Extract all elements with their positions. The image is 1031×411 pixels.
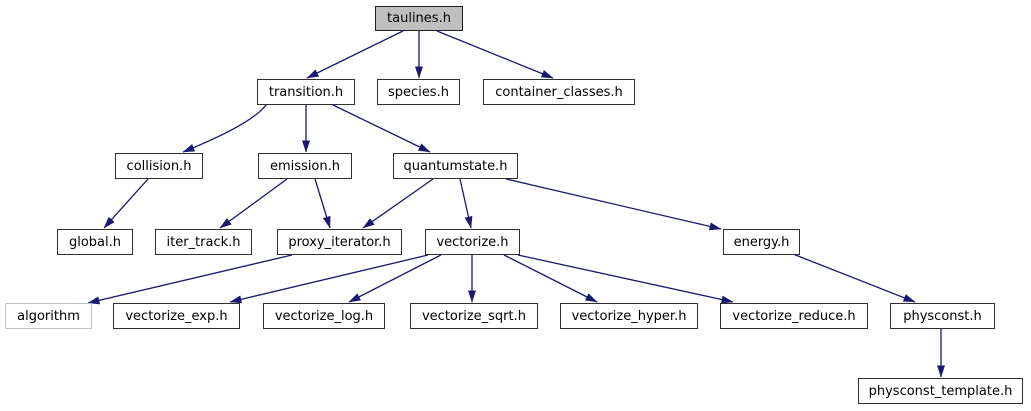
edge-vectorize-vectorize-exp (229, 254, 429, 304)
edge-collision-global (103, 178, 149, 229)
edge-vectorize-vectorize-hyper (503, 254, 598, 303)
node-physconst-h[interactable]: physconst.h (890, 303, 995, 329)
edge-transition-collision (182, 104, 267, 153)
node-vectorize-log-h[interactable]: vectorize_log.h (263, 303, 385, 329)
edge-transition-quantumstate (332, 104, 431, 153)
node-species-h[interactable]: species.h (377, 79, 460, 105)
node-global-h[interactable]: global.h (57, 229, 133, 255)
node-quantumstate-h[interactable]: quantumstate.h (393, 153, 518, 179)
edge-proxy-iterator-algorithm (87, 254, 293, 305)
edge-quantumstate-energy (505, 178, 722, 231)
node-energy-h[interactable]: energy.h (723, 229, 800, 255)
edge-vectorize-vectorize-reduce (517, 254, 734, 304)
node-taulines-h: taulines.h (375, 6, 463, 31)
node-algorithm: algorithm (5, 303, 92, 329)
node-proxy-iterator-h[interactable]: proxy_iterator.h (277, 229, 402, 255)
node-transition-h[interactable]: transition.h (257, 79, 355, 105)
node-vectorize-reduce-h[interactable]: vectorize_reduce.h (720, 303, 868, 329)
edge-vectorize-vectorize-log (348, 254, 442, 303)
node-vectorize-h[interactable]: vectorize.h (425, 229, 520, 255)
edge-taulines-transition (306, 30, 404, 79)
node-vectorize-hyper-h[interactable]: vectorize_hyper.h (560, 303, 698, 329)
edge-energy-physconst (792, 253, 916, 303)
node-vectorize-sqrt-h[interactable]: vectorize_sqrt.h (410, 303, 538, 329)
edge-quantumstate-vectorize (459, 178, 473, 229)
edge-emission-proxy-iterator (314, 178, 331, 229)
node-collision-h[interactable]: collision.h (115, 153, 203, 179)
node-iter-track-h[interactable]: iter_track.h (155, 229, 252, 255)
edge-taulines-container-classes (436, 30, 554, 79)
edge-quantumstate-proxy-iterator (362, 178, 434, 229)
edge-emission-iter-track (219, 178, 288, 229)
node-container-classes-h[interactable]: container_classes.h (483, 79, 635, 105)
node-vectorize-exp-h[interactable]: vectorize_exp.h (113, 303, 240, 329)
node-emission-h[interactable]: emission.h (258, 153, 352, 179)
node-physconst-template-h[interactable]: physconst_template.h (858, 378, 1023, 404)
